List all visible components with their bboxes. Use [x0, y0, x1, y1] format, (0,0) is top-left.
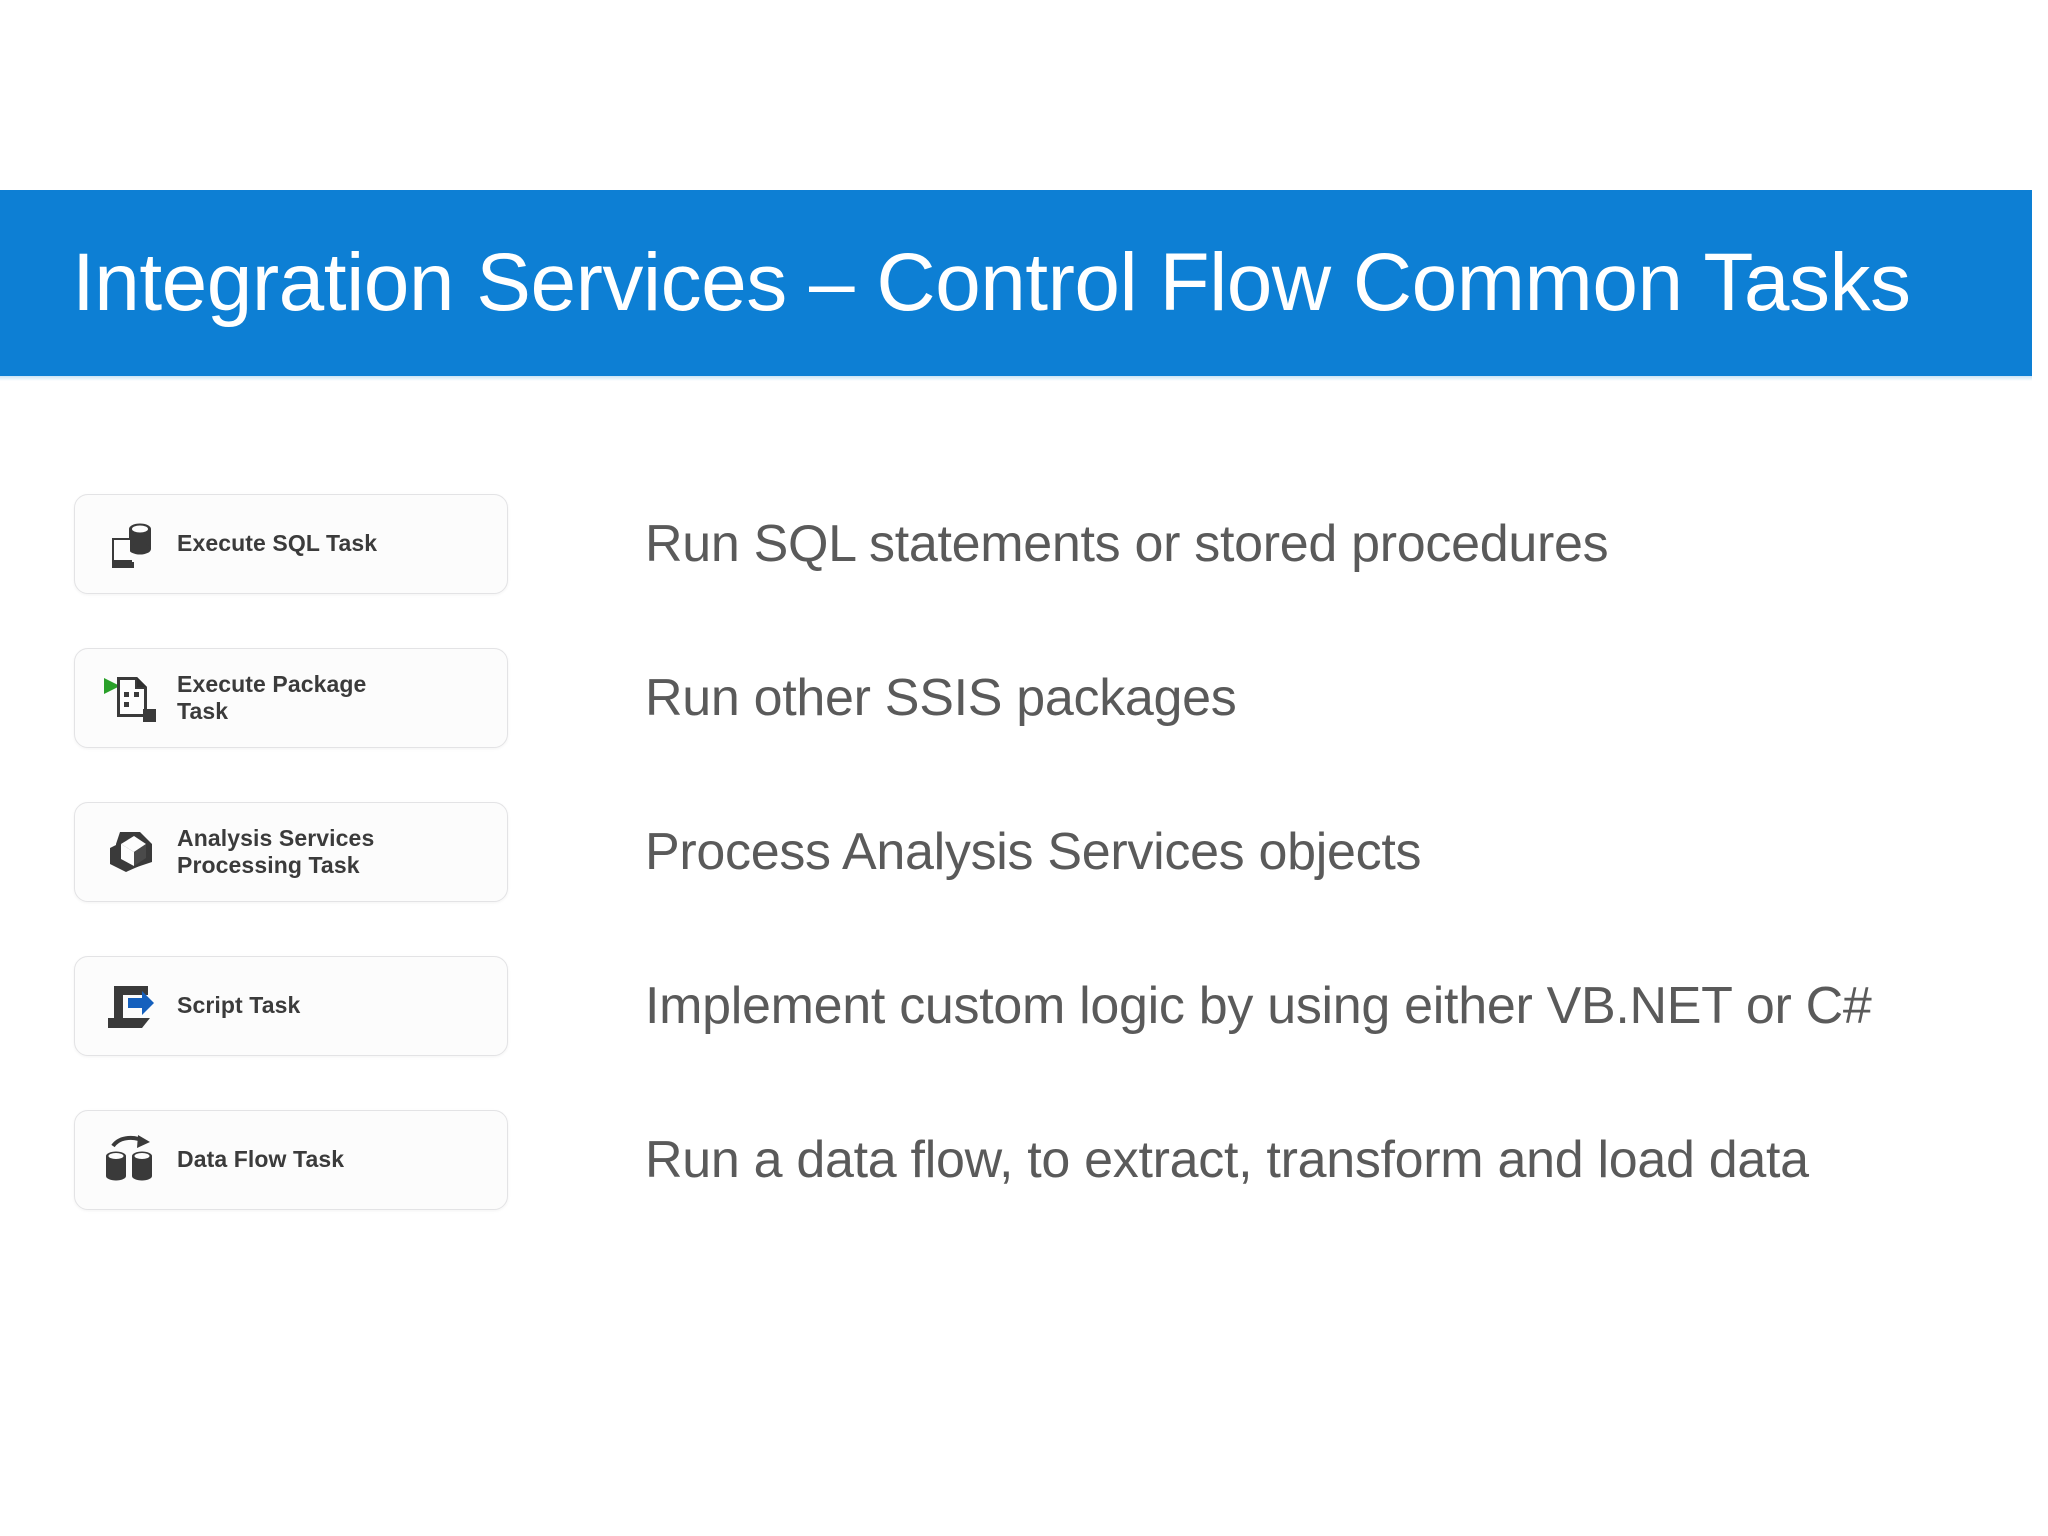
task-description: Process Analysis Services objects — [645, 823, 1422, 881]
task-description: Run a data flow, to extract, transform a… — [645, 1131, 1809, 1189]
task-description: Implement custom logic by using either V… — [645, 977, 1872, 1035]
execute-sql-task-icon — [97, 511, 163, 577]
task-card-execute-package[interactable]: Execute Package Task — [74, 648, 508, 748]
task-card-label: Data Flow Task — [177, 1146, 345, 1173]
script-task-icon — [97, 973, 163, 1039]
analysis-services-processing-task-icon — [97, 819, 163, 885]
task-card-label: Analysis Services Processing Task — [177, 824, 375, 878]
task-row: Execute Package Task Run other SSIS pack… — [0, 648, 2048, 748]
task-description: Run SQL statements or stored procedures — [645, 515, 1609, 573]
task-row: Script Task Implement custom logic by us… — [0, 956, 2048, 1056]
data-flow-task-icon — [97, 1127, 163, 1193]
task-description: Run other SSIS packages — [645, 669, 1237, 727]
task-card-execute-sql[interactable]: Execute SQL Task — [74, 494, 508, 594]
task-card-label: Execute Package Task — [177, 670, 367, 724]
task-card-label: Execute SQL Task — [177, 530, 378, 557]
task-card-script[interactable]: Script Task — [74, 956, 508, 1056]
task-card-data-flow[interactable]: Data Flow Task — [74, 1110, 508, 1210]
task-card-label: Script Task — [177, 992, 301, 1019]
execute-package-task-icon — [97, 665, 163, 731]
task-list: Execute SQL Task Run SQL statements or s… — [0, 494, 2048, 1264]
title-banner: Integration Services – Control Flow Comm… — [0, 190, 2032, 376]
task-row: Analysis Services Processing Task Proces… — [0, 802, 2048, 902]
task-row: Data Flow Task Run a data flow, to extra… — [0, 1110, 2048, 1210]
task-row: Execute SQL Task Run SQL statements or s… — [0, 494, 2048, 594]
task-card-analysis-services[interactable]: Analysis Services Processing Task — [74, 802, 508, 902]
banner-shadow — [0, 376, 2032, 381]
page-title: Integration Services – Control Flow Comm… — [72, 237, 1911, 328]
